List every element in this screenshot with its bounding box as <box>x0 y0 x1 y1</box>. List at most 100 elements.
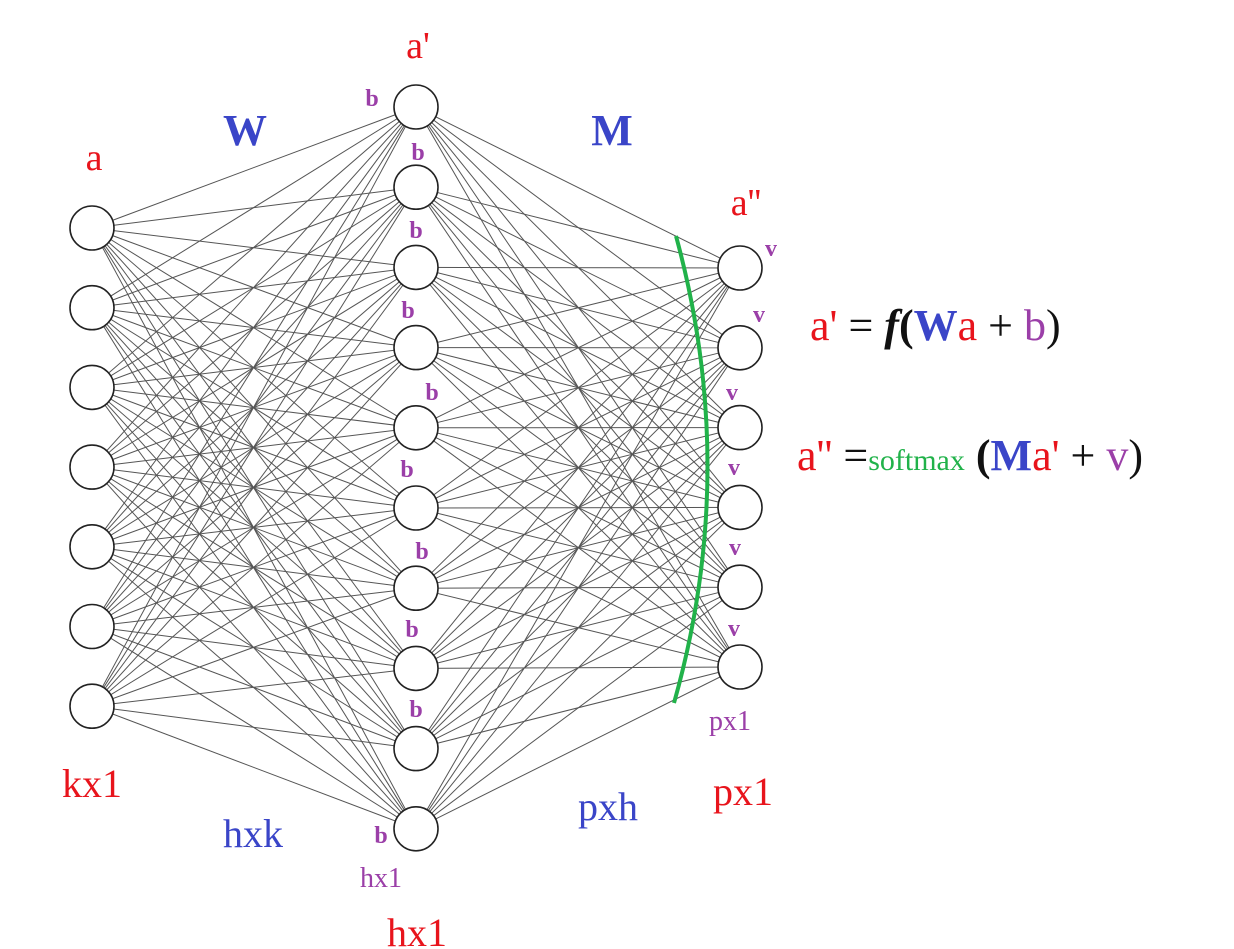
w-edge <box>91 705 417 830</box>
hidden-node <box>393 244 439 291</box>
eq2-open-paren: ( <box>975 431 991 480</box>
input-node <box>69 284 115 331</box>
w-edge <box>91 427 417 707</box>
hidden-node <box>393 164 439 210</box>
m-edge <box>415 267 741 509</box>
hidden-dim-label: hx1 <box>387 910 447 949</box>
output-bias-label: v <box>765 236 777 262</box>
eq1-plus: + <box>988 301 1013 350</box>
hidden-node <box>393 485 439 531</box>
hidden-bias-label: b <box>374 823 387 849</box>
hidden-node <box>393 805 439 852</box>
input-node <box>69 603 115 650</box>
w-matrix-label: W <box>223 106 267 155</box>
hidden-node <box>393 725 439 772</box>
eq2-equals: = <box>843 431 869 480</box>
hidden-bias-label: b <box>415 539 428 565</box>
eq1-close-paren: ) <box>1045 301 1061 350</box>
softmax-boundary-curve <box>672 235 710 704</box>
w-edge <box>91 186 417 707</box>
m-edge <box>415 427 741 830</box>
eq1-lhs: a' <box>810 301 838 350</box>
eq1-input-a: a <box>957 301 978 350</box>
w-edge <box>91 106 417 388</box>
hidden-node <box>393 565 439 612</box>
output-bias-label: v <box>728 616 740 642</box>
eq1-equals: = <box>848 301 874 350</box>
m-connections <box>415 106 741 830</box>
m-edge <box>415 507 741 830</box>
m-edge <box>415 267 741 749</box>
m-edge <box>415 666 741 830</box>
w-edge <box>91 587 417 707</box>
eq2-plus: + <box>1070 431 1096 480</box>
input-node <box>69 205 115 251</box>
m-edge <box>415 347 741 830</box>
hidden-layer-label: a' <box>406 25 430 67</box>
hidden-bias-label: b <box>401 298 414 324</box>
output-layer-nodes <box>717 245 763 690</box>
w-dim-label: hxk <box>223 811 283 856</box>
output-node <box>717 324 763 371</box>
input-node <box>69 523 115 570</box>
eq1-bias-b: b <box>1023 301 1046 350</box>
hidden-bias-label: b <box>409 218 422 244</box>
w-edge <box>91 106 417 229</box>
w-edge <box>91 667 417 707</box>
w-connections <box>91 106 417 830</box>
eq2-input-a-prime: a' <box>1032 431 1060 480</box>
output-bias-label: v <box>726 380 738 406</box>
m-edge <box>415 266 741 269</box>
output-layer-equation: a'' =softmax (Ma' + v) <box>797 430 1143 481</box>
output-bias-dim-label: px1 <box>709 706 751 737</box>
m-edge <box>415 267 741 429</box>
eq2-close-paren: ) <box>1128 431 1144 480</box>
w-edge <box>91 705 417 750</box>
output-node <box>717 564 763 611</box>
input-node <box>69 444 115 490</box>
eq2-weight-M: M <box>990 431 1033 480</box>
output-layer-label: a'' <box>731 182 762 224</box>
eq2-bias-v: v <box>1106 431 1129 480</box>
eq1-activation-f: f <box>884 301 899 350</box>
input-layer-label: a <box>86 137 103 179</box>
hidden-node <box>393 324 439 371</box>
hidden-layer-equation: a' = f(Wa + b) <box>810 300 1061 351</box>
input-node <box>69 683 115 730</box>
m-edge <box>415 267 741 830</box>
output-node <box>717 404 763 451</box>
w-edge <box>91 106 417 707</box>
output-dim-label: px1 <box>713 769 773 814</box>
output-node <box>717 484 763 531</box>
w-edge <box>91 106 417 548</box>
m-dim-label: pxh <box>578 784 638 829</box>
hidden-node <box>393 645 439 692</box>
hidden-bias-label: b <box>411 140 424 166</box>
hidden-node <box>393 84 439 130</box>
w-edge <box>91 106 417 627</box>
m-edge <box>415 186 741 269</box>
hidden-bias-dim-label: hx1 <box>360 863 402 894</box>
w-edge <box>91 347 417 707</box>
output-bias-label: v <box>729 535 741 561</box>
eq1-open-paren: ( <box>898 301 914 350</box>
w-edge <box>91 267 417 707</box>
hidden-node <box>393 404 439 451</box>
input-layer-nodes <box>69 205 115 730</box>
output-node <box>717 245 763 291</box>
m-edge <box>415 267 741 669</box>
hidden-bias-label: b <box>425 380 438 406</box>
eq2-softmax: softmax <box>868 444 965 477</box>
m-edge <box>415 267 741 589</box>
m-edge <box>415 106 741 269</box>
eq1-weight-W: W <box>913 301 958 350</box>
w-edge <box>91 106 417 468</box>
hidden-bias-label: b <box>400 457 413 483</box>
m-edge <box>415 586 741 830</box>
hidden-bias-label: b <box>409 697 422 723</box>
eq2-lhs: a'' <box>797 431 833 480</box>
input-node <box>69 364 115 411</box>
